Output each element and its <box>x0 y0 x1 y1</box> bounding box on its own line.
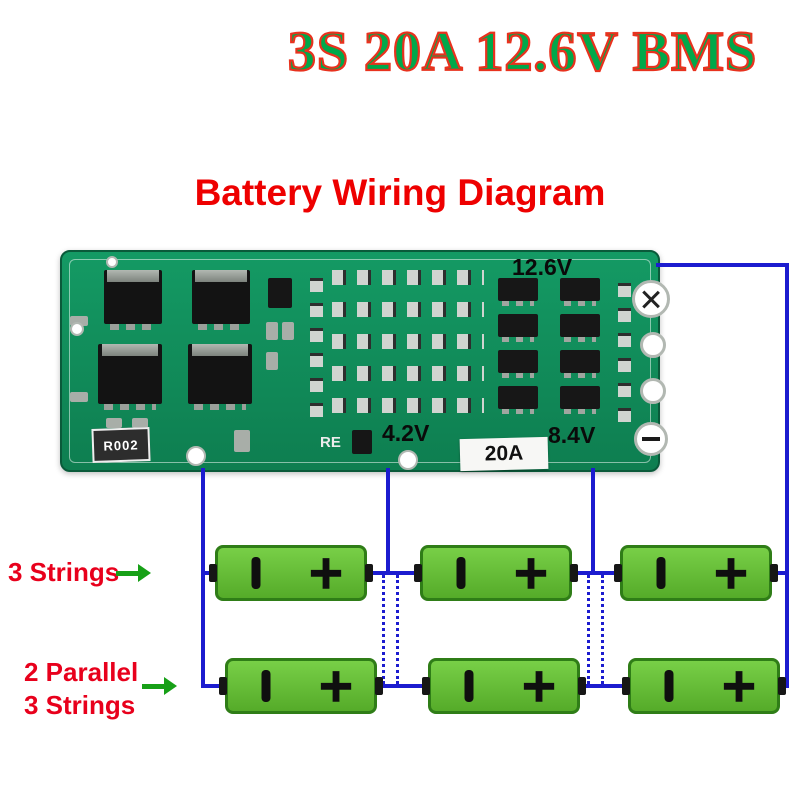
smd-transistor <box>498 278 538 306</box>
battery-neg-terminal-icon <box>456 557 466 589</box>
annotation-3-strings: 3 Strings <box>8 557 120 587</box>
battery-cell: + <box>414 545 578 601</box>
mosfet-chip <box>98 344 162 410</box>
battery-neg-terminal-icon <box>251 557 261 589</box>
battery-nub <box>622 677 630 695</box>
smd-transistor <box>498 314 538 342</box>
battery-nub <box>770 564 778 582</box>
parallel-link-dotted <box>601 575 604 684</box>
bms-board: 12.6V 4.2V 8.4V 20A R002 RE <box>60 250 670 472</box>
battery-neg-terminal-icon <box>464 670 474 702</box>
battery-nub <box>614 564 622 582</box>
voltage-label-bplus: 12.6V <box>512 254 573 280</box>
battery-cell: + <box>209 545 373 601</box>
mounting-hole <box>398 450 418 470</box>
battery-cell: + <box>219 658 383 714</box>
wire-bplus-top <box>656 263 789 267</box>
battery-neg-terminal-icon <box>664 670 674 702</box>
battery-plus-symbol: + <box>519 658 559 713</box>
smd-resistor-row <box>332 334 484 349</box>
battery-cell: + <box>614 545 778 601</box>
battery-nub <box>219 677 227 695</box>
battery-nub <box>209 564 217 582</box>
annotation-3-strings-2: 3 Strings <box>24 690 136 720</box>
mosfet-chip <box>188 344 252 410</box>
silkscreen-text: RE <box>320 434 341 451</box>
silkscreen-border <box>69 259 651 463</box>
battery-cell: + <box>422 658 586 714</box>
smd-resistor-row <box>332 398 484 413</box>
smd-capacitor <box>70 392 88 402</box>
battery-nub <box>578 677 586 695</box>
voltage-label-tap1: 4.2V <box>382 420 430 446</box>
arrow-icon <box>142 677 177 695</box>
smd-chip <box>268 278 292 308</box>
wire-row2-left-stub <box>201 684 227 688</box>
wire-tap1-vertical <box>386 468 390 575</box>
smd-transistor <box>560 350 600 378</box>
smd-capacitor <box>266 352 278 370</box>
smd-capacitor <box>234 430 250 452</box>
wire-bminus-vertical <box>201 468 205 688</box>
smd-resistor-row <box>332 270 484 285</box>
parallel-link-dotted <box>587 575 590 684</box>
arrow-icon <box>116 564 151 582</box>
mounting-hole <box>640 378 666 404</box>
mounting-hole <box>186 446 206 466</box>
battery-neg-terminal-icon <box>261 670 271 702</box>
mounting-hole <box>70 322 84 336</box>
battery-plus-symbol: + <box>316 658 356 713</box>
wire-row1-link1 <box>365 571 422 575</box>
battery-nub <box>365 564 373 582</box>
smd-transistor <box>498 386 538 414</box>
battery-nub <box>778 677 786 695</box>
smd-resistor-row <box>332 302 484 317</box>
battery-neg-terminal-icon <box>656 557 666 589</box>
current-rating-label: 20A <box>459 436 549 472</box>
wire-row1-link2 <box>570 571 622 575</box>
mounting-hole <box>106 256 118 268</box>
shunt-resistor: R002 <box>91 426 151 464</box>
annotation-2-parallel: 2 Parallel <box>24 657 139 687</box>
smd-chip <box>352 430 372 454</box>
smd-capacitor <box>266 322 278 340</box>
diagram-title: Battery Wiring Diagram <box>194 172 606 213</box>
battery-nub <box>570 564 578 582</box>
battery-nub <box>422 677 430 695</box>
b-plus-pad-cross-icon <box>632 280 670 318</box>
battery-plus-symbol: + <box>306 545 346 600</box>
battery-plus-symbol: + <box>511 545 551 600</box>
wire-right-vertical <box>785 263 789 688</box>
b-minus-pad-icon <box>634 422 668 456</box>
smd-resistor-column <box>310 267 323 417</box>
wire-row2-link1 <box>375 684 430 688</box>
smd-transistor <box>560 314 600 342</box>
mosfet-chip <box>104 270 162 330</box>
smd-transistor <box>498 350 538 378</box>
smd-capacitor <box>132 418 148 428</box>
voltage-label-tap2: 8.4V <box>548 422 596 448</box>
battery-nub <box>375 677 383 695</box>
battery-plus-symbol: + <box>711 545 751 600</box>
battery-nub <box>414 564 422 582</box>
battery-plus-symbol: + <box>719 658 759 713</box>
battery-cell: + <box>622 658 786 714</box>
smd-resistor-column <box>618 274 631 422</box>
smd-resistor-row <box>332 366 484 381</box>
mounting-hole <box>640 332 666 358</box>
parallel-link-dotted <box>396 575 399 684</box>
smd-transistor <box>560 386 600 414</box>
smd-capacitor <box>70 316 88 326</box>
wire-tap2-vertical <box>591 468 595 575</box>
mosfet-chip <box>192 270 250 330</box>
smd-transistor <box>560 278 600 306</box>
parallel-link-dotted <box>382 575 385 684</box>
smd-capacitor <box>106 418 122 428</box>
wire-row1-right-stub <box>770 571 789 575</box>
smd-capacitor <box>282 322 294 340</box>
wire-row2-link2 <box>578 684 630 688</box>
product-title: 3S 20A 12.6V BMS <box>287 20 758 84</box>
